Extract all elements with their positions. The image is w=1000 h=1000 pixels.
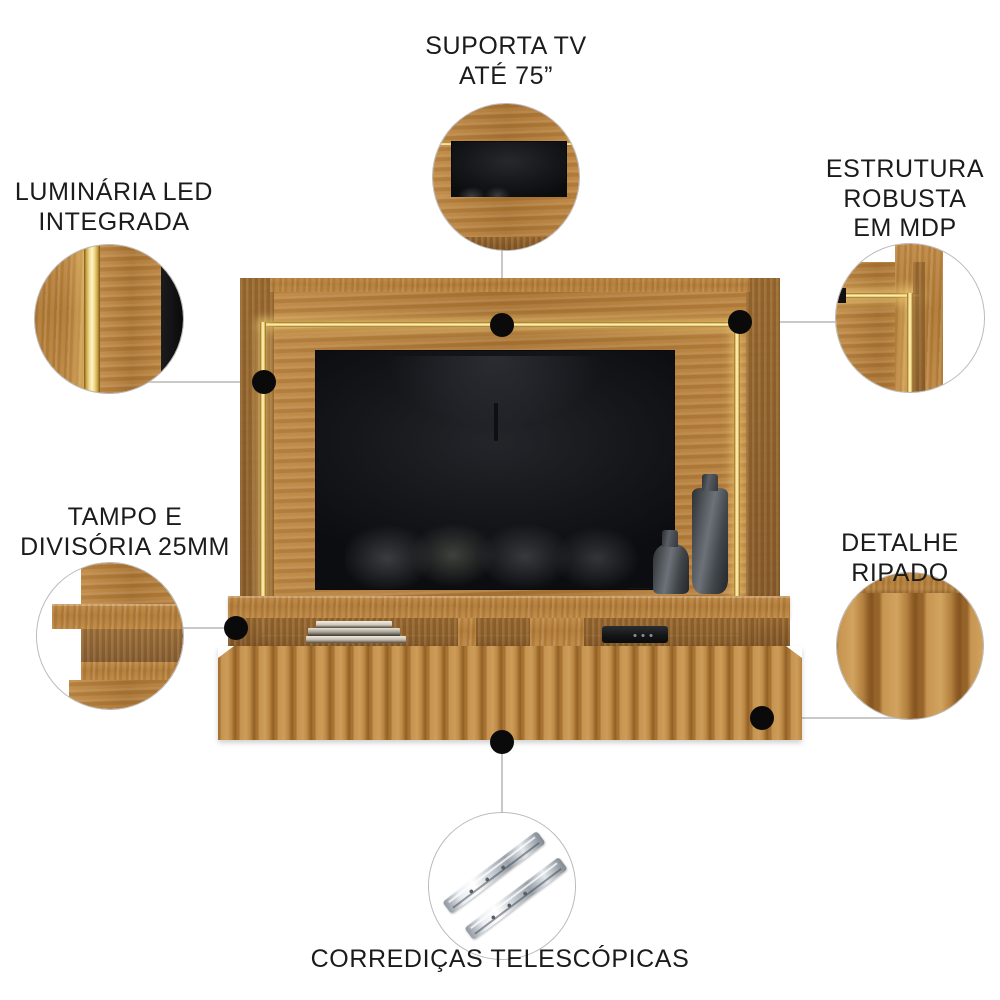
slatted-panel-detail-icon	[837, 573, 983, 719]
callout-label-estrutura-mdp: ESTRUTURA ROBUSTA EM MDP	[825, 155, 985, 242]
connector-estrutura-mdp	[738, 321, 848, 323]
callout-label-detalhe-ripado: DETALHE RIPADO	[841, 529, 959, 587]
callout-label-corredicas: CORREDIÇAS TELESCÓPICAS	[310, 945, 690, 973]
detail-shelf-upper-panel	[80, 563, 183, 607]
detail-circle-estrutura-mdp	[835, 243, 985, 393]
anchor-dot-detalhe-ripado[interactable]	[750, 706, 774, 730]
detail-wood-top	[433, 104, 579, 145]
book-middle	[308, 628, 400, 636]
panel-right-edge	[746, 278, 780, 646]
led-strip-detail-icon	[35, 245, 183, 393]
niche-divider-right	[530, 618, 584, 646]
detail-mdp-led-horizontal	[836, 292, 919, 298]
tv-screen-reflection	[493, 403, 498, 442]
detail-led-strip	[83, 245, 101, 393]
drawer-slide-detail-icon	[429, 813, 575, 959]
shelf-right-return	[758, 618, 790, 646]
anchor-dot-tampo-divisoria[interactable]	[224, 616, 248, 640]
product-illustration	[210, 278, 802, 748]
detail-slats	[837, 573, 983, 719]
anchor-dot-corredicas[interactable]	[490, 730, 514, 754]
detail-led-wood-right	[100, 245, 163, 393]
detail-circle-luminaria-led	[34, 244, 184, 394]
detail-mdp-post-shadow	[912, 261, 925, 392]
connector-luminaria-led	[104, 381, 266, 383]
detail-led-screen-edge	[160, 245, 183, 393]
short-vase-neck	[662, 530, 678, 547]
detail-slat-top-edge	[837, 573, 983, 594]
detail-circle-suporta-tv	[432, 103, 580, 251]
detail-slide-bg	[429, 813, 575, 959]
detail-shelf-edge	[433, 236, 579, 250]
tall-vase-neck	[702, 474, 718, 491]
tall-vase	[692, 488, 728, 594]
callout-label-tampo-divisoria: TAMPO E DIVISÓRIA 25MM	[20, 503, 230, 561]
top-shelf	[228, 596, 790, 618]
detail-shelf-tampo	[51, 603, 183, 629]
tv-screen	[315, 350, 675, 590]
connector-corredicas	[501, 742, 503, 816]
detail-mdp-led-vertical	[907, 292, 914, 392]
tv-screen-content	[344, 508, 646, 589]
callout-label-luminaria-led: LUMINÁRIA LED INTEGRADA	[14, 178, 214, 236]
tv-panel-detail-icon	[433, 104, 579, 250]
anchor-dot-estrutura-mdp[interactable]	[728, 310, 752, 334]
callout-label-suporta-tv: SUPORTA TV ATÉ 75”	[425, 32, 587, 90]
detail-shelf-divisoria	[80, 662, 183, 682]
detail-circle-detalhe-ripado	[836, 572, 984, 720]
mdp-corner-detail-icon	[836, 244, 984, 392]
detail-circle-tampo-divisoria	[36, 562, 184, 710]
detail-mdp-dot-edge	[836, 288, 847, 304]
short-vase	[653, 544, 689, 594]
led-strip-left	[260, 322, 266, 638]
slatted-drawer-front	[218, 646, 802, 740]
connector-detalhe-ripado	[762, 717, 904, 719]
anchor-dot-suporta-tv[interactable]	[490, 313, 514, 337]
detail-led-wood-left	[35, 245, 86, 393]
tv-stand-foot	[626, 588, 653, 589]
anchor-dot-luminaria-led[interactable]	[252, 370, 276, 394]
soundbar-indicator-lights	[632, 633, 655, 637]
detail-shelf-lower-panel	[69, 679, 183, 709]
panel-left-edge	[240, 278, 274, 646]
book-bottom	[306, 636, 406, 643]
detail-circle-corredicas	[428, 812, 576, 960]
niche-divider-left	[458, 618, 476, 646]
book-top	[316, 621, 392, 628]
shelf-thickness-detail-icon	[37, 563, 183, 709]
connector-tampo-divisoria	[150, 627, 240, 629]
panel-top-band	[270, 278, 750, 292]
led-strip-right	[734, 322, 740, 638]
soundbar	[602, 626, 668, 643]
detail-shelf-niche	[80, 628, 183, 663]
